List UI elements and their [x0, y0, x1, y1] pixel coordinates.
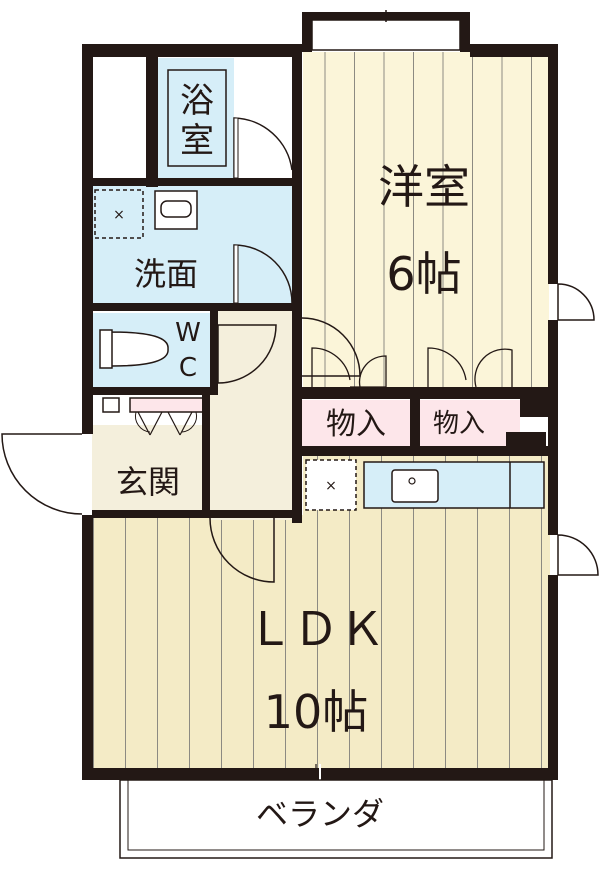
ldk-door-swing — [209, 517, 275, 583]
sink-icon — [154, 190, 198, 230]
bath-door-swing — [233, 117, 293, 178]
closet-left-label: 物入 — [326, 407, 386, 442]
bath-sign — [167, 69, 227, 167]
closet-right-floor — [420, 400, 520, 446]
entrance-door-swing — [1, 433, 83, 515]
western-room-name: 洋室 — [378, 160, 470, 214]
wc-char-1: W — [175, 318, 201, 348]
wc-char-2: C — [179, 353, 197, 383]
kitchen-counter — [363, 461, 545, 509]
entrance-floor — [92, 425, 202, 513]
closet-left-floor — [302, 400, 410, 446]
veranda-label: ベランダ — [256, 795, 384, 833]
entrance-label: 玄関 — [116, 463, 180, 501]
ldk-window-swing — [557, 534, 599, 576]
bath-char-1: 浴 — [180, 81, 214, 121]
wc-door-swing — [217, 324, 277, 384]
bath-char-2: 室 — [180, 121, 214, 161]
cross-mark-icon: × — [113, 207, 125, 223]
shoebox-doors — [137, 411, 193, 436]
washroom-door-swing — [233, 244, 293, 304]
interior-walls — [92, 57, 550, 523]
toilet-icon — [99, 329, 169, 369]
bath-floor — [158, 58, 234, 178]
hall-floor — [210, 310, 294, 520]
cross-mark-icon-2: × — [325, 478, 337, 494]
closet-right-label: 物入 — [433, 409, 485, 439]
ldk-size: 10帖 — [264, 685, 369, 739]
closet-doors-right — [427, 347, 513, 388]
western-room-door-swing — [301, 317, 361, 377]
window-top — [311, 19, 461, 51]
ldk-floor — [92, 515, 550, 777]
ldk-name: ＬＤＫ — [247, 602, 385, 656]
kitchen-sink-icon — [391, 469, 439, 503]
western-room-window-swing — [557, 283, 595, 321]
western-room-size: 6帖 — [386, 247, 461, 301]
washing-machine-icon — [94, 189, 144, 239]
fridge-space-icon — [305, 459, 357, 511]
veranda — [119, 779, 553, 859]
western-room-floor — [303, 52, 549, 388]
washroom-label: 洗面 — [134, 255, 198, 293]
closet-doors-left — [311, 347, 387, 388]
small-window — [102, 397, 120, 413]
shoe-box — [129, 397, 209, 413]
